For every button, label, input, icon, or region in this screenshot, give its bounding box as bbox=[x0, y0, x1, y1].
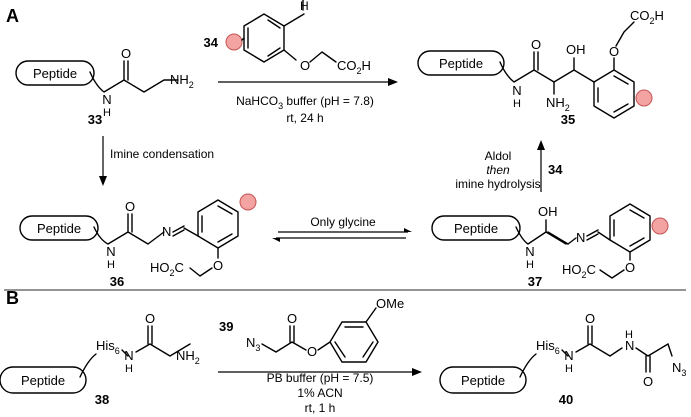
peptide-pill-40 bbox=[439, 366, 527, 394]
equilibrium-36-37: Only glycine bbox=[272, 215, 412, 242]
compound-35: Peptide O N H NH2 OH O CO2H 35 bbox=[417, 8, 664, 127]
n-atom-36b: N bbox=[162, 224, 171, 239]
peptide-pill-36 bbox=[19, 215, 99, 241]
condition-a-left: Imine condensation bbox=[110, 147, 214, 161]
ether-o-34: O bbox=[300, 58, 310, 73]
n3-39: N3 bbox=[246, 335, 260, 353]
compound-label-39: 39 bbox=[219, 319, 233, 334]
his6-38: His6 bbox=[96, 338, 120, 356]
ether-o-36: O bbox=[213, 258, 223, 273]
n-atom-37a: N bbox=[525, 244, 534, 259]
ho2c-37: HO2C bbox=[562, 262, 596, 280]
ome-39: OMe bbox=[376, 296, 404, 311]
peptide-label-35: Peptide bbox=[439, 56, 483, 71]
co2h-35: CO2H bbox=[630, 8, 664, 26]
condition-b-line1: PB buffer (pH = 7.5) bbox=[267, 371, 374, 385]
arrow-33-to-35: NaHCO3 buffer (pH = 7.8) rt, 24 h bbox=[218, 78, 398, 125]
peptide-pill-33 bbox=[15, 60, 95, 86]
peptide-label-38: Peptide bbox=[21, 373, 65, 388]
n-atom-40b: N bbox=[625, 338, 634, 353]
compound-33: Peptide O N H NH2 33 bbox=[15, 46, 194, 127]
condition-b-line3: rt, 1 h bbox=[305, 401, 336, 415]
his6-40: His6 bbox=[536, 338, 560, 356]
h-atom-33: H bbox=[103, 107, 111, 119]
nh2-35: NH2 bbox=[546, 95, 570, 113]
h-atom-40b: H bbox=[625, 329, 633, 341]
o-atom-36: O bbox=[125, 199, 135, 214]
condition-a-right-line1: Aldol bbox=[485, 149, 512, 163]
compound-label-37: 37 bbox=[528, 274, 542, 289]
aldehyde-h-34: H bbox=[300, 0, 309, 13]
h-atom-40a: H bbox=[565, 363, 573, 375]
arrow-37-to-35: Aldol then imine hydrolysis 34 bbox=[455, 140, 563, 192]
co2h-34: CO2H bbox=[337, 58, 371, 76]
compound-label-38: 38 bbox=[95, 392, 109, 407]
tag-circle-35 bbox=[635, 89, 653, 107]
condition-a-right-reagent: 34 bbox=[548, 162, 563, 177]
n-atom-38: N bbox=[124, 348, 133, 363]
arrow-38-to-40: PB buffer (pH = 7.5) 1% ACN rt, 1 h bbox=[218, 368, 422, 415]
n-atom-35: N bbox=[512, 83, 521, 98]
h-atom-37: H bbox=[526, 259, 534, 271]
peptide-label-37: Peptide bbox=[454, 221, 498, 236]
peptide-label-33: Peptide bbox=[33, 66, 77, 81]
condition-b-line2: 1% ACN bbox=[297, 386, 342, 400]
ether-o-35: O bbox=[609, 44, 619, 59]
o-atom-38: O bbox=[145, 311, 155, 326]
tag-circle-36 bbox=[239, 193, 257, 211]
condition-a-equilibrium: Only glycine bbox=[310, 215, 376, 229]
o-atom-40b: O bbox=[643, 374, 653, 389]
nh2-33: NH2 bbox=[170, 72, 194, 90]
tag-circle-37 bbox=[651, 217, 669, 235]
compound-36: Peptide O N H N O HO2C 36 bbox=[19, 193, 257, 289]
n3-40: N3 bbox=[672, 360, 686, 378]
o-atom-39a: O bbox=[287, 311, 297, 326]
condition-a-right-line2: then bbox=[486, 163, 510, 177]
condition-a-top-line1: NaHCO3 buffer (pH = 7.8) bbox=[236, 94, 374, 111]
condition-a-right-line3: imine hydrolysis bbox=[455, 177, 540, 191]
ho2c-36: HO2C bbox=[150, 260, 184, 278]
h-atom-38: H bbox=[125, 363, 133, 375]
panel-label-a: A bbox=[6, 6, 19, 26]
peptide-label-40: Peptide bbox=[461, 373, 505, 388]
condition-a-top-line2: rt, 24 h bbox=[286, 111, 323, 125]
peptide-pill-37 bbox=[431, 215, 521, 241]
o-atom-35: O bbox=[531, 37, 541, 52]
compound-39: 39 N3 O O OMe bbox=[219, 296, 404, 363]
compound-label-34: 34 bbox=[204, 35, 219, 50]
n-atom-33: N bbox=[102, 92, 111, 107]
o-atom-39b: O bbox=[307, 344, 317, 359]
arrow-33-to-36: Imine condensation bbox=[99, 136, 214, 186]
peptide-label-36: Peptide bbox=[37, 221, 81, 236]
n-atom-36a: N bbox=[106, 244, 115, 259]
nh2-38: NH2 bbox=[176, 348, 200, 366]
compound-label-33: 33 bbox=[88, 112, 102, 127]
compound-label-35: 35 bbox=[561, 112, 575, 127]
compound-label-40: 40 bbox=[559, 392, 573, 407]
compound-label-36: 36 bbox=[110, 274, 124, 289]
h-atom-35: H bbox=[513, 98, 521, 110]
n-atom-37b: N bbox=[576, 230, 585, 245]
peptide-pill-38 bbox=[0, 366, 87, 394]
h-atom-36: H bbox=[107, 259, 115, 271]
compound-34: 34 H O CO2H bbox=[204, 0, 371, 76]
o-atom-33: O bbox=[121, 46, 131, 61]
compound-40: Peptide His6 N H O N H O N3 40 bbox=[439, 311, 686, 407]
ether-o-37: O bbox=[625, 260, 635, 275]
tag-circle-34 bbox=[225, 33, 243, 51]
compound-37: Peptide OH N H N O HO2C 37 bbox=[431, 203, 669, 289]
oh-atom-35: OH bbox=[566, 42, 586, 57]
peptide-pill-35 bbox=[417, 50, 505, 76]
o-atom-40a: O bbox=[585, 311, 595, 326]
n-atom-40a: N bbox=[564, 348, 573, 363]
compound-38: Peptide His6 N H O NH2 38 bbox=[0, 311, 200, 407]
panel-label-b: B bbox=[6, 288, 19, 308]
oh-atom-37: OH bbox=[538, 204, 558, 219]
